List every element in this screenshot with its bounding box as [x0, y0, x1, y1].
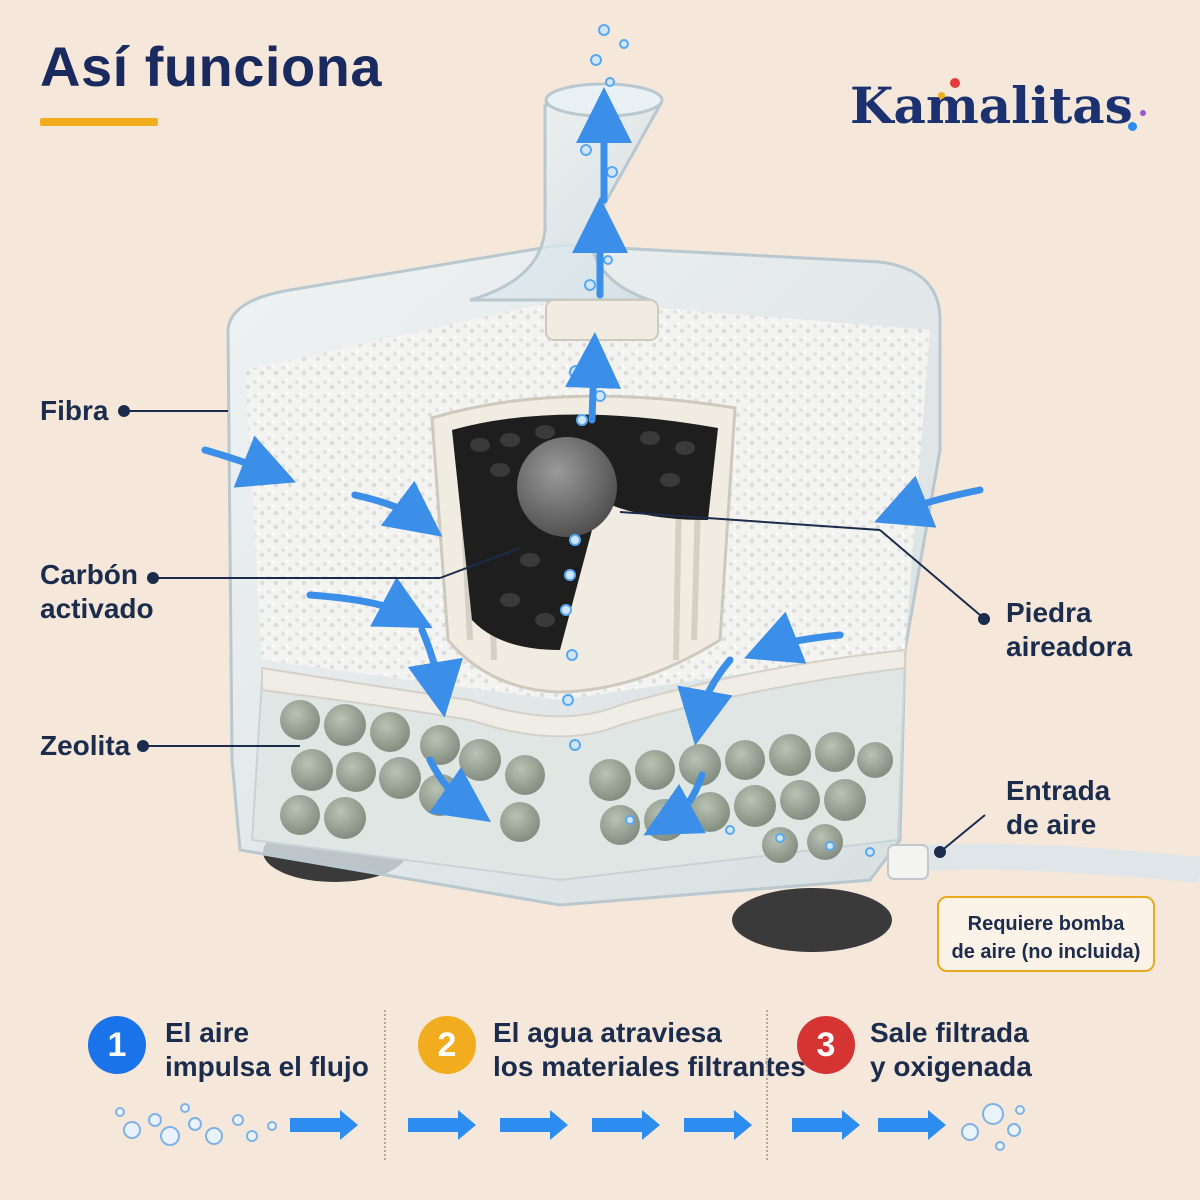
arrow-right-icon — [792, 1110, 860, 1140]
arrow-right-icon — [290, 1110, 358, 1140]
label-air-stone: Piedra aireadora — [1006, 596, 1200, 664]
arrow-right-icon — [408, 1110, 476, 1140]
carbon-pellets — [470, 425, 695, 627]
air-connector — [887, 844, 929, 880]
label-activated-carbon: Carbón activado — [40, 558, 260, 626]
brand-logo: Kamalitas — [850, 76, 1133, 135]
brand-dot — [938, 92, 945, 99]
step-divider — [384, 1010, 386, 1160]
flow-arrows — [201, 87, 984, 836]
step-3-line1: Sale filtrada — [870, 1017, 1029, 1048]
note-line1: Requiere bomba — [967, 913, 1125, 935]
bubbles-icon — [961, 1103, 1025, 1151]
note-line2: de aire (no incluida) — [951, 941, 1141, 963]
arrow-right-icon — [684, 1110, 752, 1140]
arrow-right-icon — [592, 1110, 660, 1140]
label-zeolite: Zeolita — [40, 730, 131, 761]
label-inlet-line2: de aire — [1006, 809, 1097, 840]
arrow-right-icon — [878, 1110, 946, 1140]
step-3-text: Sale filtrada y oxigenada — [870, 1016, 1032, 1084]
air-stone — [517, 437, 617, 537]
brand-dot — [1128, 122, 1137, 131]
step-2-text: El agua atraviesa los materiales filtran… — [493, 1016, 806, 1084]
title-underline — [40, 118, 158, 126]
air-tube — [898, 843, 1200, 883]
step-2-line1: El agua atraviesa — [493, 1017, 722, 1048]
leader-lines — [118, 405, 990, 858]
step-3-number: 3 — [797, 1016, 855, 1074]
separator-plate — [261, 648, 906, 738]
step-1-line1: El aire — [165, 1017, 250, 1048]
brand-dot — [1140, 110, 1146, 116]
bubbles-icon — [115, 1103, 277, 1146]
label-fiber: Fibra — [40, 395, 109, 426]
label-carbon-line2: activado — [40, 593, 154, 624]
label-air-inlet: Entrada de aire — [1006, 774, 1200, 842]
label-carbon-line1: Carbón — [40, 559, 138, 590]
step-2-number: 2 — [418, 1016, 476, 1074]
page-title: Así funciona — [40, 35, 383, 98]
step-1-text: El aire impulsa el flujo — [165, 1016, 369, 1084]
label-stone-line2: aireadora — [1006, 631, 1133, 662]
label-inlet-line1: Entrada — [1006, 775, 1111, 806]
label-stone-line1: Piedra — [1006, 597, 1092, 628]
step-divider — [766, 1010, 768, 1160]
suction-cup-right — [732, 888, 892, 952]
arrow-right-icon — [500, 1110, 568, 1140]
step-2-line2: los materiales filtrantes — [493, 1051, 806, 1082]
brand-dot — [950, 78, 960, 88]
step-3-line2: y oxigenada — [870, 1051, 1032, 1082]
pump-required-note: Requiere bomba de aire (no incluida) — [937, 896, 1155, 972]
step-1-line2: impulsa el flujo — [165, 1051, 369, 1082]
flow-row — [115, 1103, 1025, 1151]
step-1-number: 1 — [88, 1016, 146, 1074]
